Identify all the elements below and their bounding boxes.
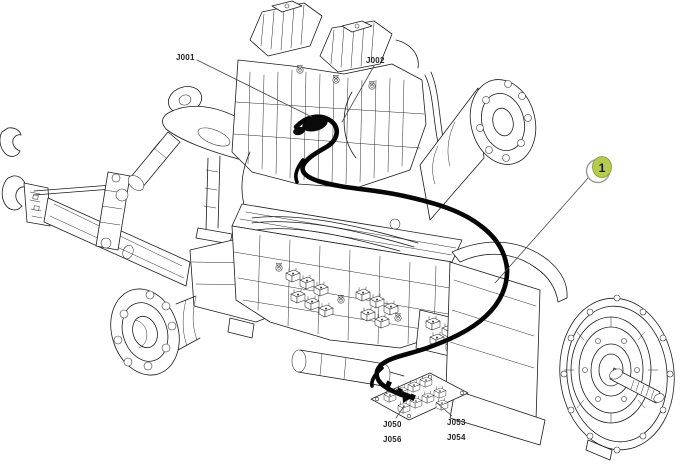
leader-j001 bbox=[196, 59, 313, 118]
connector-plate bbox=[370, 372, 469, 421]
callout-badge bbox=[592, 156, 612, 178]
rear-housing bbox=[445, 241, 675, 461]
wiring-harness bbox=[293, 114, 510, 403]
leader-j002 bbox=[341, 65, 375, 123]
engine-mount bbox=[195, 155, 233, 245]
wiring-harness-path bbox=[293, 114, 510, 399]
connector-labels: J001 J002 J050 J056 J053 J054 bbox=[176, 53, 466, 444]
label-j050: J050 bbox=[383, 420, 402, 429]
label-j001: J001 bbox=[176, 53, 195, 62]
leader-lines bbox=[196, 59, 590, 419]
label-j053: J053 bbox=[447, 418, 466, 427]
leader-j053 bbox=[436, 402, 453, 417]
callout-number: 1 bbox=[599, 161, 606, 175]
label-j054: J054 bbox=[447, 433, 466, 442]
harness-connector-j001-j002 bbox=[302, 116, 328, 132]
rear-axle-trumpet bbox=[419, 79, 537, 221]
harness-end-arrow bbox=[402, 391, 415, 403]
leader-callout-1 bbox=[494, 176, 590, 284]
callout-1[interactable]: 1 bbox=[585, 156, 612, 184]
label-j056: J056 bbox=[383, 435, 402, 444]
engine bbox=[231, 0, 455, 223]
leader-j050 bbox=[395, 405, 405, 419]
label-j002: J002 bbox=[366, 56, 385, 65]
